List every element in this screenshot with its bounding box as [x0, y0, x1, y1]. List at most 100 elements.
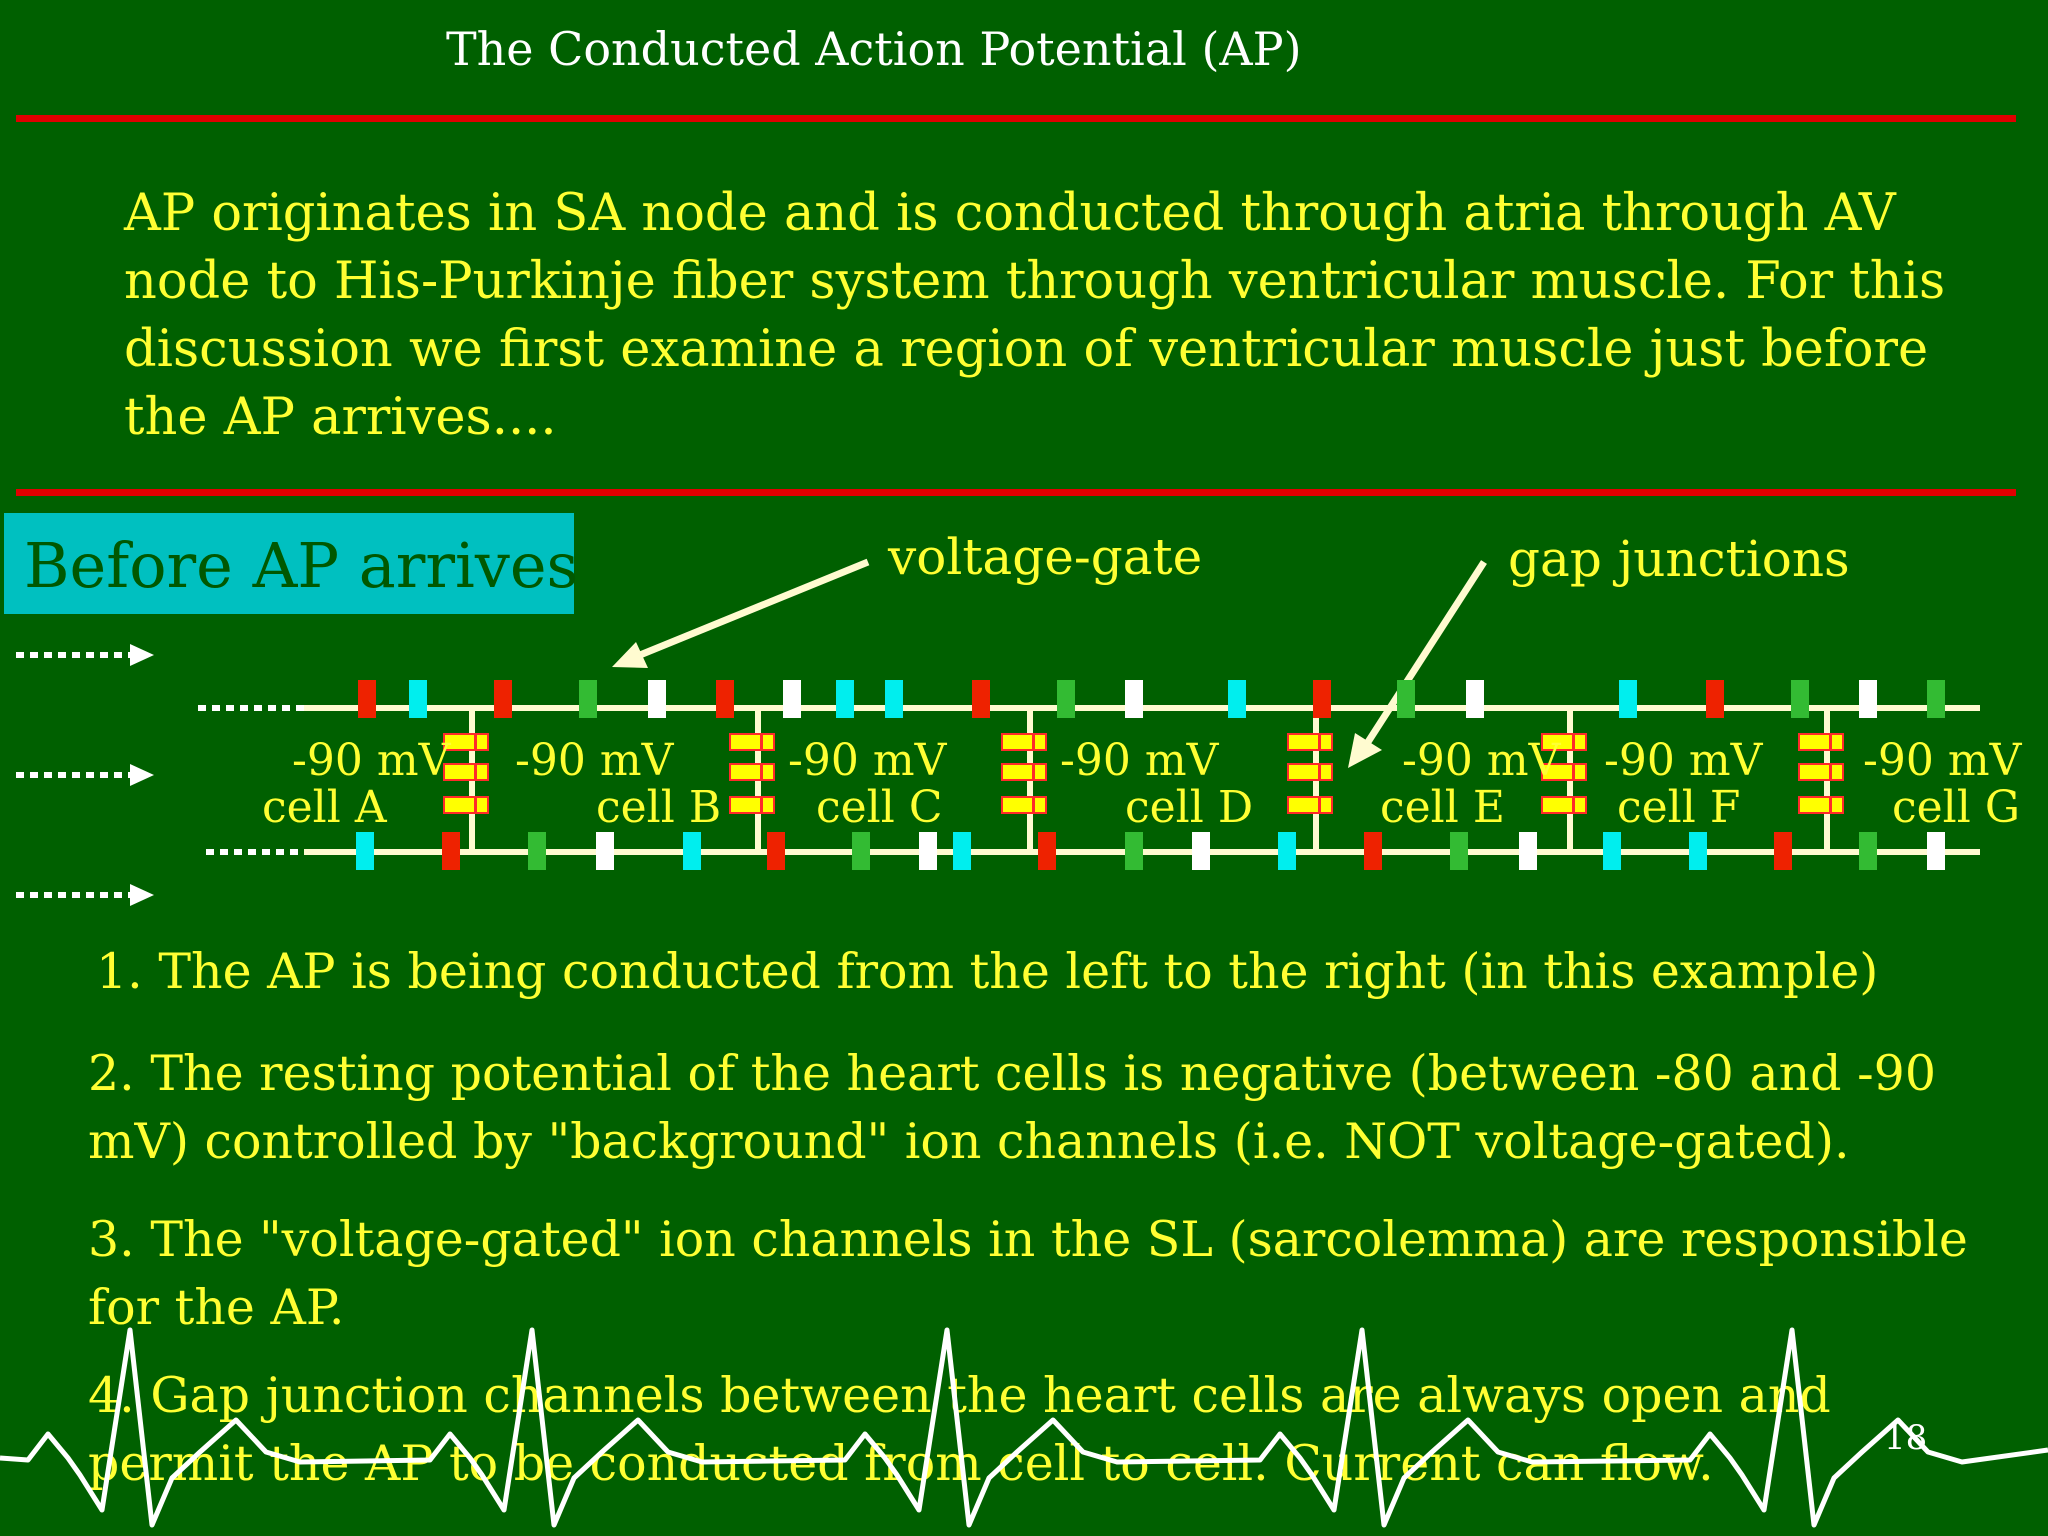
conduction-arrow-head — [130, 644, 154, 666]
ion-channel — [1364, 832, 1382, 870]
gap-junction-channel — [761, 763, 775, 781]
point-4: 4. Gap junction channels between the hea… — [88, 1367, 1831, 1492]
ion-channel — [1125, 832, 1143, 870]
cell-name-label: cell A — [262, 782, 388, 833]
point-2: 2. The resting potential of the heart ce… — [88, 1045, 1937, 1170]
cell-potential-label: -90 mV — [1060, 735, 1220, 786]
gap-junction-pointer-line — [1365, 560, 1487, 744]
voltage-gate-label: voltage-gate — [888, 528, 1203, 586]
ion-channel — [648, 680, 666, 718]
page-number: 18 — [1884, 1418, 1928, 1458]
gap-junction-channel — [1798, 733, 1831, 751]
ion-channel — [596, 832, 614, 870]
point-1: 1. The AP is being conducted from the le… — [96, 943, 1879, 1000]
cell-name-label: cell B — [596, 782, 721, 833]
ion-channel — [1603, 832, 1621, 870]
cell-potential-label: -90 mV — [515, 735, 675, 786]
gap-junction-channel — [443, 796, 476, 814]
gap-junction-channel — [1001, 733, 1034, 751]
ion-channel — [1057, 680, 1075, 718]
conduction-arrow-head — [130, 764, 154, 786]
gap-junction-channel — [1830, 796, 1844, 814]
ion-channel — [1125, 680, 1143, 718]
gap-junction-channel — [729, 763, 762, 781]
cell-potential-label: -90 mV — [1863, 735, 2023, 786]
gap-junction-channel — [1319, 796, 1333, 814]
gap-junction-pointer-head — [1348, 733, 1382, 768]
before-ap-banner: Before AP arrives — [4, 513, 578, 614]
gap-junctions-label: gap junctions — [1508, 530, 1850, 588]
middle-divider — [16, 489, 2016, 496]
ion-channel — [852, 832, 870, 870]
gap-junction-channel — [761, 733, 775, 751]
ion-channel — [409, 680, 427, 718]
ion-channel — [953, 832, 971, 870]
gap-junction-channel — [729, 733, 762, 751]
ion-channel — [442, 832, 460, 870]
ion-channel — [494, 680, 512, 718]
ion-channel — [972, 680, 990, 718]
ion-channel — [1619, 680, 1637, 718]
gap-junction-channel — [729, 796, 762, 814]
ion-channel — [1927, 832, 1945, 870]
ion-channel — [783, 680, 801, 718]
ion-channel — [836, 680, 854, 718]
gap-junction-channel — [1319, 733, 1333, 751]
cell-potential-label: -90 mV — [292, 735, 452, 786]
ion-channel — [579, 680, 597, 718]
cell-name-label: cell C — [816, 782, 942, 833]
gap-junction-channel — [761, 796, 775, 814]
banner-label: Before AP arrives — [24, 529, 579, 602]
gap-junction-channel — [1541, 796, 1574, 814]
gap-junction-channel — [1830, 733, 1844, 751]
point-3: 3. The "voltage-gated" ion channels in t… — [88, 1211, 1968, 1336]
voltage-gate-pointer-head — [612, 642, 648, 668]
ion-channel — [1038, 832, 1056, 870]
ion-channel — [919, 832, 937, 870]
gap-junction-channel — [1573, 763, 1587, 781]
cell-name-label: cell E — [1380, 782, 1505, 833]
gap-junction-channel — [1001, 763, 1034, 781]
conduction-arrow-head — [130, 884, 154, 906]
voltage-gate-pointer-line — [638, 558, 870, 659]
gap-junction-channel — [475, 733, 489, 751]
ion-channel — [1706, 680, 1724, 718]
ion-channel — [885, 680, 903, 718]
gap-junction-channel — [1830, 763, 1844, 781]
gap-junction-channel — [1798, 763, 1831, 781]
ion-channel — [1192, 832, 1210, 870]
ion-channel — [1859, 832, 1877, 870]
ion-channel — [716, 680, 734, 718]
ion-channel — [1774, 832, 1792, 870]
ion-channel — [1927, 680, 1945, 718]
ion-channel — [1450, 832, 1468, 870]
slide-title: The Conducted Action Potential (AP) — [446, 22, 1302, 76]
top-divider — [16, 115, 2016, 122]
cell-name-label: cell F — [1617, 782, 1740, 833]
ion-channel — [767, 832, 785, 870]
ion-channel — [683, 832, 701, 870]
cell-potential-label: -90 mV — [1604, 735, 1764, 786]
ion-channel — [1791, 680, 1809, 718]
gap-junction-channel — [1798, 796, 1831, 814]
ion-channel — [1519, 832, 1537, 870]
ion-channel — [1313, 680, 1331, 718]
gap-junction-channel — [1287, 733, 1320, 751]
gap-junction-channel — [1287, 796, 1320, 814]
ion-channel — [358, 680, 376, 718]
intro-paragraph: AP originates in SA node and is conducte… — [124, 184, 1946, 447]
ion-channel — [1859, 680, 1877, 718]
ion-channel — [1397, 680, 1415, 718]
gap-junction-channel — [1573, 796, 1587, 814]
gap-junction-channel — [1573, 733, 1587, 751]
gap-junction-channel — [1033, 796, 1047, 814]
ion-channel — [356, 832, 374, 870]
gap-junction-channel — [1033, 733, 1047, 751]
ion-channel — [1466, 680, 1484, 718]
gap-junction-channel — [1033, 763, 1047, 781]
gap-junction-channel — [475, 796, 489, 814]
cell-name-label: cell G — [1892, 782, 2020, 833]
cell-potential-label: -90 mV — [1402, 735, 1562, 786]
